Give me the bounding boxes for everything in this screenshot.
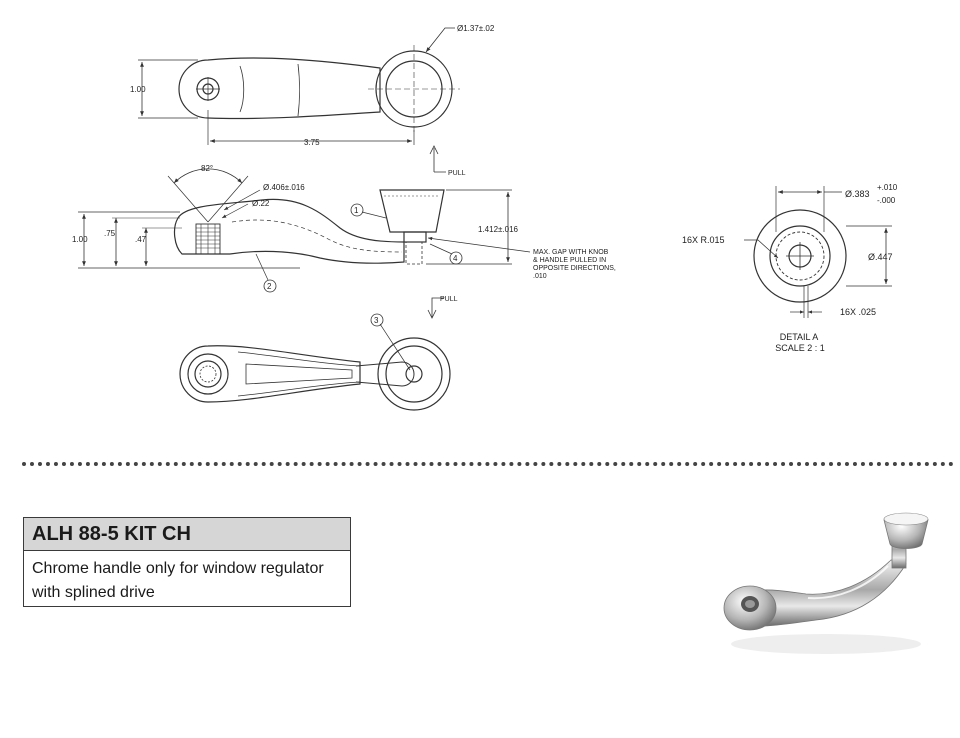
top-view: [138, 27, 460, 145]
detail-tolerance-plus: +.010: [877, 183, 898, 192]
callout-4: 4: [453, 254, 458, 263]
gap-note-line-1: MAX. GAP WITH KNOB: [533, 249, 609, 256]
side-view: [78, 145, 531, 293]
product-description-line-2: with splined drive: [32, 584, 155, 601]
detail-tooth-width: 16X .025: [840, 307, 876, 317]
callout-2: 2: [267, 282, 272, 291]
side-view-height-low: .47: [135, 235, 147, 244]
side-view-height-mid: .75: [104, 229, 116, 238]
top-view-length: 3.75: [304, 138, 320, 147]
side-view-height-total: 1.00: [72, 235, 88, 244]
product-code: ALH 88-5 KIT CH: [24, 518, 350, 551]
gap-note-line-2: & HANDLE PULLED IN: [533, 257, 606, 264]
side-view-knob-height: 1.412±.016: [478, 225, 519, 234]
gap-note: MAX. GAP WITH KNOB & HANDLE PULLED IN OP…: [533, 249, 618, 280]
callout-3: 3: [374, 316, 379, 325]
side-view-angle: 82°: [201, 164, 213, 173]
detail-inner-diameter: Ø.447: [868, 252, 893, 262]
callout-1: 1: [354, 206, 359, 215]
bottom-view-pull-label: PULL: [440, 296, 458, 303]
product-photo: [723, 512, 929, 654]
product-description: Chrome handle only for window regulator …: [24, 551, 350, 611]
side-view-pull-label: PULL: [448, 170, 466, 177]
detail-outer-diameter: Ø.383: [845, 189, 870, 199]
detail-a: [744, 186, 892, 318]
detail-title-line-1: DETAIL A: [780, 332, 819, 342]
dotted-divider: [22, 462, 954, 466]
top-view-height: 1.00: [130, 85, 146, 94]
detail-title: DETAIL A SCALE 2 : 1: [775, 332, 825, 353]
detail-tolerance-minus: -.000: [877, 196, 896, 205]
product-description-line-1: Chrome handle only for window regulator: [32, 560, 324, 577]
gap-note-line-4: .010: [533, 273, 547, 280]
detail-radius-label: 16X R.015: [682, 235, 725, 245]
gap-note-line-3: OPPOSITE DIRECTIONS,: [533, 265, 616, 272]
bottom-view: [179, 297, 451, 411]
side-view-spline-diameter: Ø.406±.016: [263, 183, 305, 192]
top-view-knob-diameter: Ø1.37±.02: [457, 24, 495, 33]
product-spec-box: ALH 88-5 KIT CH Chrome handle only for w…: [23, 517, 351, 607]
detail-title-line-2: SCALE 2 : 1: [775, 343, 825, 353]
side-view-hole-diameter: Ø.22: [252, 199, 270, 208]
